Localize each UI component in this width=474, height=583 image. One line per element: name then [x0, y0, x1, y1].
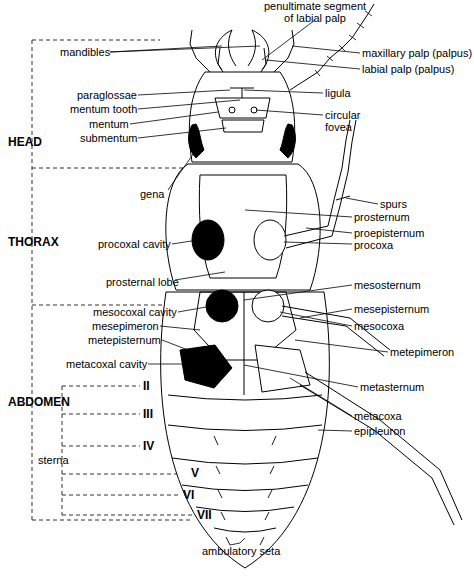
part-label: mesepimeron	[92, 320, 159, 332]
sternum-number: IV	[143, 440, 154, 452]
part-label: mesosternum	[354, 279, 421, 291]
part-label: metacoxa	[354, 410, 402, 422]
part-label: maxillary palp (palpus)	[362, 47, 472, 59]
part-label: metepimeron	[390, 346, 454, 358]
part-label: mentum tooth	[70, 103, 137, 115]
region-label: ABDOMEN	[8, 396, 70, 408]
part-label: mandibles	[60, 46, 110, 58]
sternum-number: II	[143, 380, 150, 392]
part-label: prosternal lobe	[106, 276, 179, 288]
part-label: mentum	[89, 118, 129, 130]
part-label: paraglossae	[77, 89, 137, 101]
sternum-number: VI	[183, 489, 194, 501]
sternum-number: III	[143, 408, 153, 420]
region-label: HEAD	[8, 136, 42, 148]
part-label: metacoxal cavity	[66, 358, 147, 370]
sternum-number: VII	[197, 509, 212, 521]
part-label: labial palp (palpus)	[362, 63, 454, 75]
part-label: metasternum	[360, 381, 424, 393]
part-label: submentum	[80, 132, 137, 144]
part-label: gena	[140, 188, 164, 200]
part-label: procoxa	[354, 239, 393, 251]
part-label: circular fovea	[325, 109, 373, 133]
part-label: prosternum	[354, 211, 410, 223]
part-label: spurs	[380, 198, 407, 210]
part-label: penultimate segment of labial palp	[262, 0, 368, 24]
part-label: sterna	[38, 454, 69, 466]
region-label: THORAX	[8, 236, 59, 248]
part-label: ambulatory seta	[202, 545, 280, 557]
part-label: metepisternum	[88, 334, 161, 346]
part-label: procoxal cavity	[98, 238, 171, 250]
part-label: mesepisternum	[354, 303, 429, 315]
part-label: ligula	[325, 87, 351, 99]
part-label: mesocoxa	[354, 320, 404, 332]
part-label: proepisternum	[354, 227, 424, 239]
part-label: epipleuron	[354, 425, 405, 437]
part-label: mesocoxal cavity	[93, 306, 177, 318]
sternum-number: V	[191, 467, 199, 479]
